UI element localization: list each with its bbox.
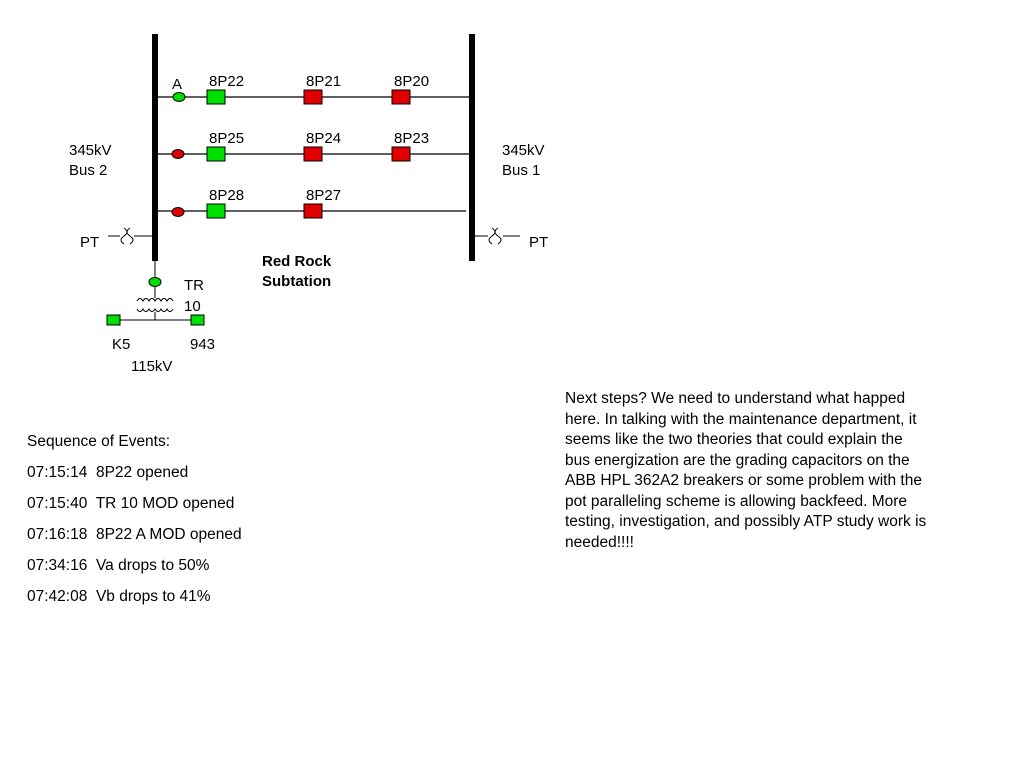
tr10-label-line-1: TR <box>184 277 204 294</box>
event-row: 07:42:08 Vb drops to 41% <box>27 587 347 607</box>
pt-right-label: PT <box>529 234 548 251</box>
event-text: 8P22 A MOD opened <box>95 526 242 543</box>
breaker-8p25[interactable] <box>206 146 226 162</box>
low-side-voltage-label: 115kV <box>131 358 172 375</box>
sequence-of-events: Sequence of Events: 07:15:14 8P22 opened… <box>27 432 347 618</box>
breaker-943-label: 943 <box>190 336 215 353</box>
breaker-group: 8P22 8P21 8P20 8P25 8P24 8P23 8P28 8P27 <box>206 73 429 219</box>
substation-one-line-diagram: A 8P22 8P21 8P20 8P25 8P24 8P23 8P28 8P27 345kV… <box>69 34 548 375</box>
event-row: 07:16:18 8P22 A MOD opened <box>27 525 347 545</box>
breaker-k5[interactable] <box>106 314 121 326</box>
bus-2-name: Bus 2 <box>69 162 107 179</box>
bus-1-voltage: 345kV <box>502 142 545 159</box>
bus-1-name: Bus 1 <box>502 162 540 179</box>
event-text: TR 10 MOD opened <box>95 495 235 512</box>
breaker-label: 8P23 <box>394 130 429 147</box>
breaker-8p27[interactable] <box>303 203 323 219</box>
event-row: 07:15:40 TR 10 MOD opened <box>27 494 347 514</box>
event-text: 8P22 opened <box>95 464 189 481</box>
transformer-coil-symbol <box>136 298 174 312</box>
event-row: 07:34:16 Va drops to 50% <box>27 556 347 576</box>
disconnect-a[interactable] <box>172 92 186 102</box>
breaker-8p23[interactable] <box>391 146 411 162</box>
breaker-label: 8P22 <box>209 73 244 90</box>
breaker-label: 8P25 <box>209 130 244 147</box>
breaker-label: 8P21 <box>306 73 341 90</box>
tr10-label-line-2: 10 <box>184 298 201 315</box>
substation-name-line-2: Subtation <box>262 273 331 290</box>
events-title: Sequence of Events: <box>27 433 171 450</box>
event-row: 07:15:14 8P22 opened <box>27 463 347 483</box>
breaker-8p24[interactable] <box>303 146 323 162</box>
event-time: 07:42:08 <box>27 588 88 605</box>
pt-right-symbol <box>475 227 520 245</box>
bus-2-voltage: 345kV <box>69 142 112 159</box>
pt-left-symbol <box>108 227 152 245</box>
breaker-8p21[interactable] <box>303 89 323 105</box>
event-time: 07:34:16 <box>27 557 88 574</box>
pt-left-label: PT <box>80 234 99 251</box>
breaker-label: 8P27 <box>306 187 341 204</box>
event-time: 07:15:40 <box>27 495 88 512</box>
breaker-8p20[interactable] <box>391 89 411 105</box>
bus-2-bar <box>152 34 158 261</box>
event-time: 07:16:18 <box>27 526 88 543</box>
bus-1-bar <box>469 34 475 261</box>
bay-label-a: A <box>172 76 182 93</box>
disconnect-bay-2[interactable] <box>171 149 185 159</box>
disconnect-bay-3[interactable] <box>171 207 185 217</box>
tr10-mod-switch[interactable] <box>148 277 162 287</box>
substation-name-line-1: Red Rock <box>262 253 332 270</box>
breaker-label: 8P24 <box>306 130 341 147</box>
breaker-943[interactable] <box>190 314 205 326</box>
breaker-8p28[interactable] <box>206 203 226 219</box>
breaker-k5-label: K5 <box>112 336 130 353</box>
breaker-8p22[interactable] <box>206 89 226 105</box>
breaker-label: 8P20 <box>394 73 429 90</box>
event-text: Va drops to 50% <box>95 557 210 574</box>
next-steps-note: Next steps? We need to understand what h… <box>565 390 927 551</box>
breaker-label: 8P28 <box>209 187 244 204</box>
event-time: 07:15:14 <box>27 464 88 481</box>
event-text: Vb drops to 41% <box>95 588 211 605</box>
